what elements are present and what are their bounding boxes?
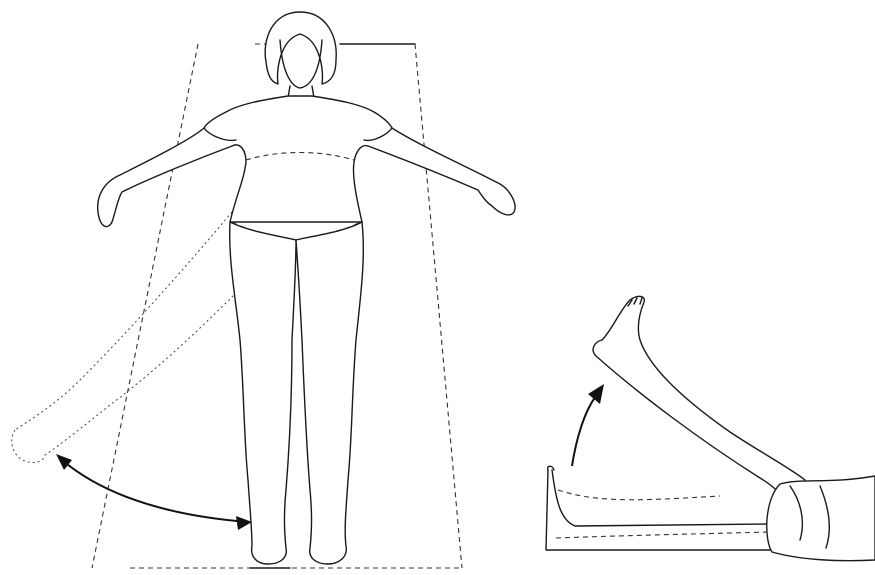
head bbox=[265, 12, 336, 98]
arrow-up-icon bbox=[588, 384, 604, 404]
raised-leg bbox=[593, 296, 805, 515]
splinted-leg-rest bbox=[546, 466, 770, 550]
abduction-arc-arrow bbox=[56, 454, 252, 530]
legs bbox=[230, 222, 364, 564]
arrowhead-icon bbox=[236, 516, 252, 530]
hip-abduction-figure bbox=[12, 12, 515, 568]
arrowhead-icon bbox=[56, 454, 72, 470]
raise-arrow bbox=[572, 384, 604, 466]
torso bbox=[98, 96, 515, 240]
thigh-body bbox=[767, 476, 875, 561]
leg-raise-figure bbox=[546, 296, 875, 560]
